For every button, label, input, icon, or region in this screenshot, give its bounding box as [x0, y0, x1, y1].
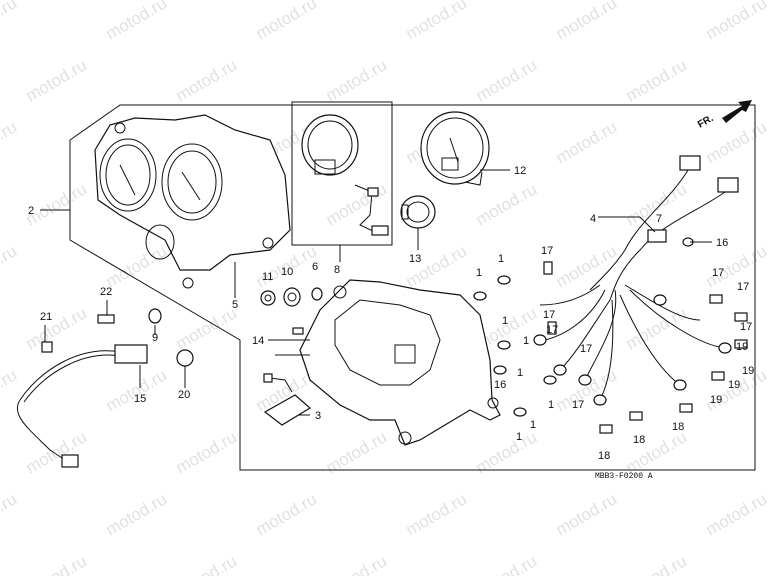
watermark-text: motod.ru — [623, 551, 691, 576]
callout-9: 9 — [152, 332, 158, 344]
watermark-text: motod.ru — [623, 55, 691, 105]
wire-harness — [533, 155, 739, 406]
callout-18: 18 — [598, 450, 610, 462]
callout-17: 17 — [541, 245, 553, 257]
callout-1: 1 — [530, 419, 536, 431]
speedometer-unit — [420, 111, 490, 186]
watermark-text: motod.ru — [473, 179, 541, 229]
callout-10: 10 — [281, 266, 293, 278]
watermark-text: motod.ru — [703, 489, 768, 539]
callout-19: 19 — [736, 341, 748, 353]
watermark-text: motod.ru — [473, 55, 541, 105]
callout-18: 18 — [633, 434, 645, 446]
callout-17: 17 — [740, 321, 752, 333]
watermark-text: motod.ru — [253, 489, 321, 539]
watermark-text: motod.ru — [403, 241, 471, 291]
callout-6: 6 — [312, 261, 318, 273]
assembly-outline — [69, 104, 756, 471]
callout-labels: 2 5 11 10 6 8 12 13 4 7 16 14 3 22 21 9 … — [28, 165, 754, 462]
watermark-text: motod.ru — [323, 55, 391, 105]
callout-7: 7 — [656, 213, 662, 225]
leader-lines — [40, 169, 712, 416]
callout-17: 17 — [543, 309, 555, 321]
callout-2: 2 — [28, 205, 34, 217]
callout-1: 1 — [502, 315, 508, 327]
watermark-text: motod.ru — [23, 551, 91, 576]
watermark-text: motod.ru — [173, 551, 241, 576]
watermark-text: motod.ru — [323, 551, 391, 576]
callout-20: 20 — [178, 389, 190, 401]
callout-18: 18 — [672, 421, 684, 433]
bulb-socket-harness — [263, 373, 312, 426]
callout-16: 16 — [716, 237, 728, 249]
watermark-text: motod.ru — [553, 241, 621, 291]
watermark-text: motod.ru — [103, 241, 171, 291]
callout-12: 12 — [514, 165, 526, 177]
watermark-text: motod.ru — [473, 551, 541, 576]
watermark-text: motod.ru — [173, 303, 241, 353]
callout-22: 22 — [100, 286, 112, 298]
watermark-text: motod.ru — [0, 117, 20, 167]
watermark-text: motod.ru — [0, 0, 20, 43]
grommet-parts — [260, 287, 323, 307]
callout-19: 19 — [728, 379, 740, 391]
callout-1: 1 — [516, 431, 522, 443]
watermark-text: motod.ru — [23, 55, 91, 105]
callout-1: 1 — [548, 399, 554, 411]
watermark-text: motod.ru — [23, 427, 91, 477]
watermark-text: motod.ru — [0, 489, 20, 539]
callout-19: 19 — [742, 365, 754, 377]
watermark-text: motod.ru — [173, 427, 241, 477]
watermark-text: motod.ru — [103, 489, 171, 539]
direction-label: FR. — [696, 113, 716, 131]
callout-16: 16 — [494, 379, 506, 391]
meter-housing — [94, 114, 291, 289]
watermark-text: motod.ru — [703, 0, 768, 43]
callout-14: 14 — [252, 335, 264, 347]
tachometer-unit — [301, 114, 389, 236]
watermark-text: motod.ru — [623, 303, 691, 353]
callout-17: 17 — [712, 267, 724, 279]
callout-15: 15 — [134, 393, 146, 405]
callout-19: 19 — [710, 394, 722, 406]
callout-4: 4 — [590, 213, 596, 225]
watermark-text: motod.ru — [103, 0, 171, 43]
callout-17: 17 — [572, 399, 584, 411]
callout-1: 1 — [498, 253, 504, 265]
watermark-text: motod.ru — [0, 241, 20, 291]
watermark-text: motod.ru — [253, 0, 321, 43]
callout-3: 3 — [315, 410, 321, 422]
screw-part-14 — [292, 327, 304, 335]
callout-5: 5 — [232, 299, 238, 311]
small-hardware — [473, 237, 748, 434]
diagram-code: MBB3-F0200 A — [595, 472, 653, 481]
watermark-text: motod.ru — [553, 489, 621, 539]
callout-17: 17 — [737, 281, 749, 293]
watermark-text: motod.ru — [103, 365, 171, 415]
callout-11: 11 — [262, 271, 273, 283]
meter-group-box — [291, 101, 393, 246]
watermark-text: motod.ru — [23, 303, 91, 353]
watermark-text: motod.ru — [553, 117, 621, 167]
callout-17: 17 — [580, 343, 592, 355]
callout-1: 1 — [476, 267, 482, 279]
callout-1: 1 — [523, 335, 529, 347]
callout-1: 1 — [517, 367, 523, 379]
watermark-text: motod.ru — [173, 55, 241, 105]
gauge-unit — [400, 195, 436, 229]
watermark-text: motod.ru — [403, 489, 471, 539]
callout-17: 17 — [546, 324, 558, 336]
callout-13: 13 — [409, 253, 421, 265]
watermark-text: motod.ru — [403, 0, 471, 43]
watermark-text: motod.ru — [553, 0, 621, 43]
watermark-text: motod.ru — [323, 179, 391, 229]
watermark-text: motod.ru — [703, 117, 768, 167]
callout-21: 21 — [40, 311, 52, 323]
meter-case — [299, 279, 501, 446]
callout-8: 8 — [334, 264, 340, 276]
